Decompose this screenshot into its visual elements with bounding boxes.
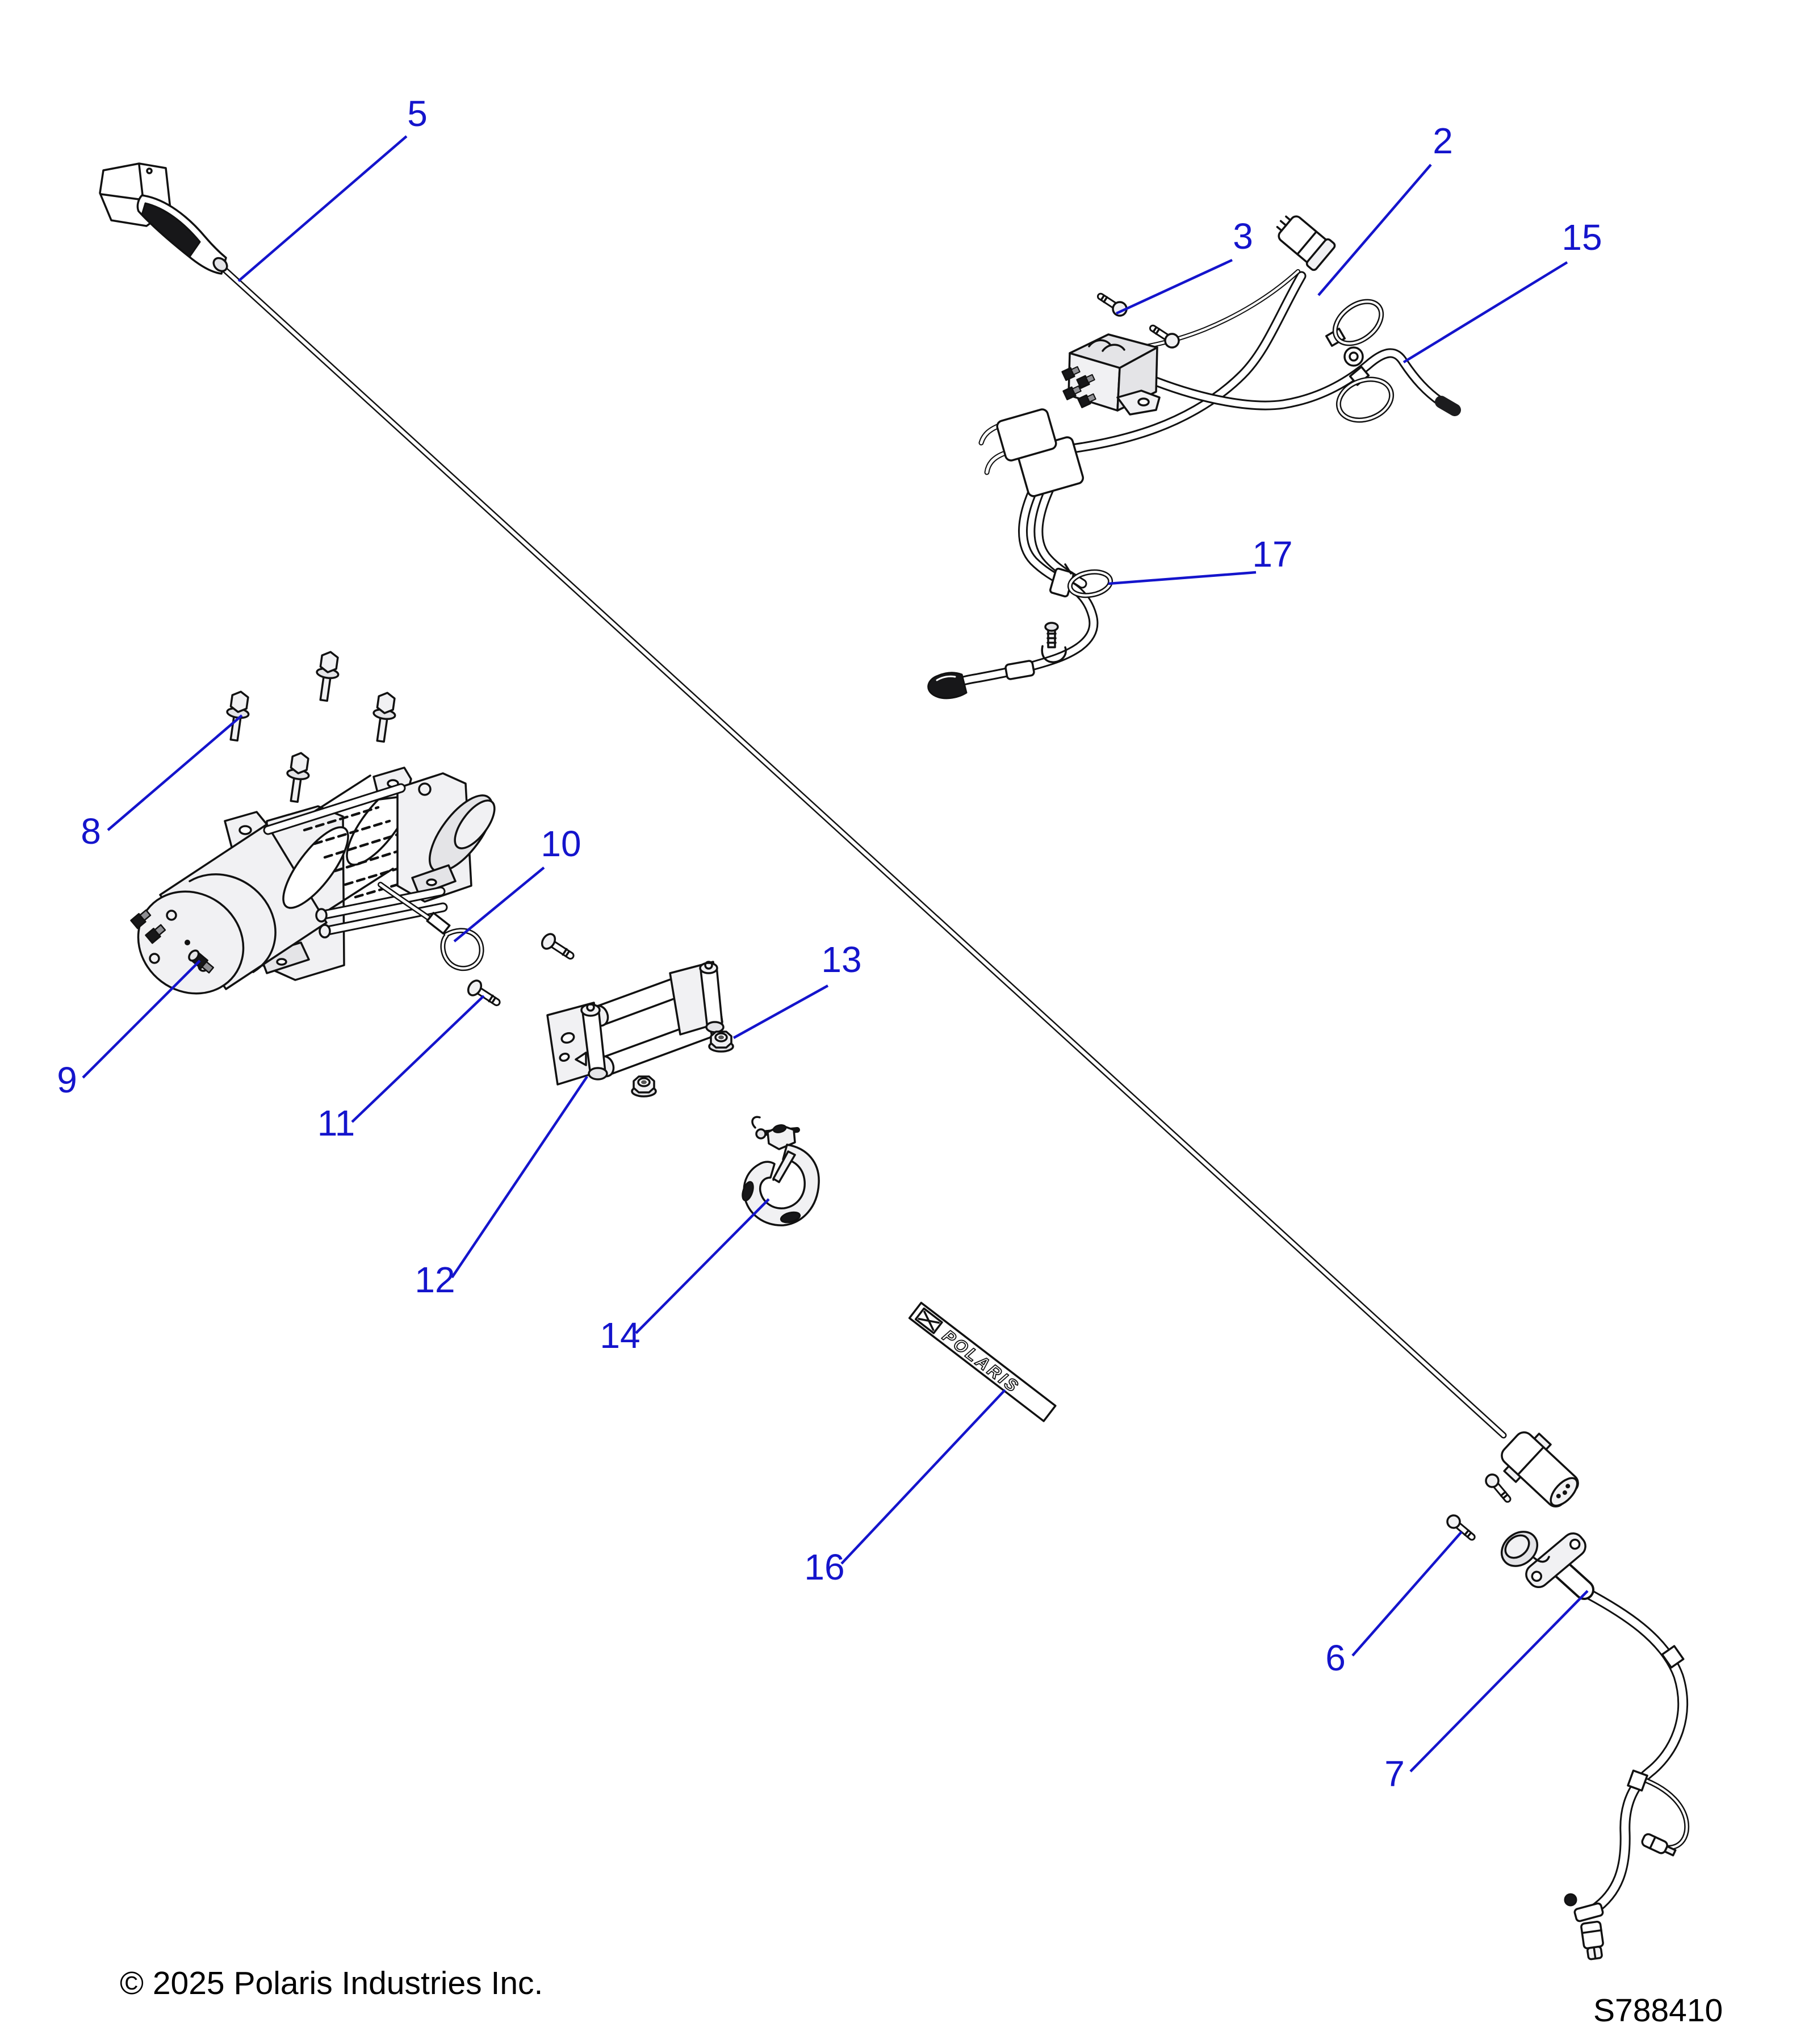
callout-2: 2 <box>1433 120 1453 161</box>
callout-leader-14 <box>635 1198 770 1334</box>
callout-3: 3 <box>1233 216 1253 257</box>
callout-16: 16 <box>804 1547 844 1588</box>
cable-tie-lower <box>1335 366 1395 423</box>
socket-screws <box>1446 1473 1512 1541</box>
tail-clamp-screw <box>1041 622 1067 663</box>
winch-assembly <box>130 767 496 995</box>
callout-12: 12 <box>415 1259 455 1300</box>
remote-cord-plug <box>1501 1431 1579 1508</box>
winch-solenoid <box>1061 333 1161 416</box>
callout-leader-7 <box>1409 1590 1589 1773</box>
callout-5: 5 <box>407 93 428 134</box>
warning-decal: POLARIS <box>908 1301 1057 1422</box>
winch-rope-eye-loop <box>380 885 482 969</box>
decal-text: POLARIS <box>939 1326 1023 1397</box>
callout-leader-13 <box>732 985 829 1039</box>
callout-leader-5 <box>237 135 408 282</box>
callout-6: 6 <box>1325 1637 1346 1678</box>
clevis-hook <box>742 1116 820 1226</box>
callout-13: 13 <box>821 939 861 980</box>
pendant-grip-pad <box>141 202 201 258</box>
callout-leader-11 <box>351 995 485 1123</box>
flange-nuts <box>631 1031 734 1098</box>
callout-leader-6 <box>1351 1531 1463 1657</box>
cable-tie-upper <box>1325 299 1384 347</box>
relay-box <box>996 408 1057 462</box>
callout-leader-2 <box>1317 164 1432 296</box>
ring-terminal <box>1343 346 1364 367</box>
callout-17: 17 <box>1252 534 1292 575</box>
callout-leader-15 <box>1402 261 1568 363</box>
copyright-text: © 2025 Polaris Industries Inc. <box>120 1965 543 2001</box>
callout-11: 11 <box>317 1103 355 1144</box>
harness-clamp-17 <box>1049 563 1113 598</box>
callout-15: 15 <box>1561 217 1602 258</box>
callout-8: 8 <box>81 811 101 852</box>
motor-terminal-stud <box>188 949 215 974</box>
callout-leader-16 <box>840 1389 1006 1565</box>
callout-layer: 5 2 3 15 17 8 10 9 11 13 12 14 16 6 7 <box>57 93 1602 1794</box>
callout-leader-9 <box>82 960 201 1079</box>
callout-leader-8 <box>107 714 243 831</box>
winch-wiring-harness <box>927 215 1461 700</box>
callout-7: 7 <box>1384 1753 1405 1794</box>
callout-leader-17 <box>1108 571 1257 585</box>
callout-leader-12 <box>451 1075 588 1279</box>
drawing-number: S788410 <box>1593 1992 1723 2029</box>
remote-pendant-handle <box>99 162 228 275</box>
callout-9: 9 <box>57 1059 77 1100</box>
harness-connector <box>1276 215 1336 271</box>
callout-leader-3 <box>1116 258 1233 315</box>
mounting-bolts <box>226 651 396 803</box>
callout-14: 14 <box>600 1315 640 1356</box>
solenoid-screws <box>1096 292 1180 349</box>
fairlead-screws <box>467 933 575 1007</box>
remote-socket-assembly <box>1500 1531 1687 1961</box>
callout-leader-10 <box>453 866 545 943</box>
callout-10: 10 <box>541 823 581 864</box>
roller-fairlead <box>546 961 725 1086</box>
